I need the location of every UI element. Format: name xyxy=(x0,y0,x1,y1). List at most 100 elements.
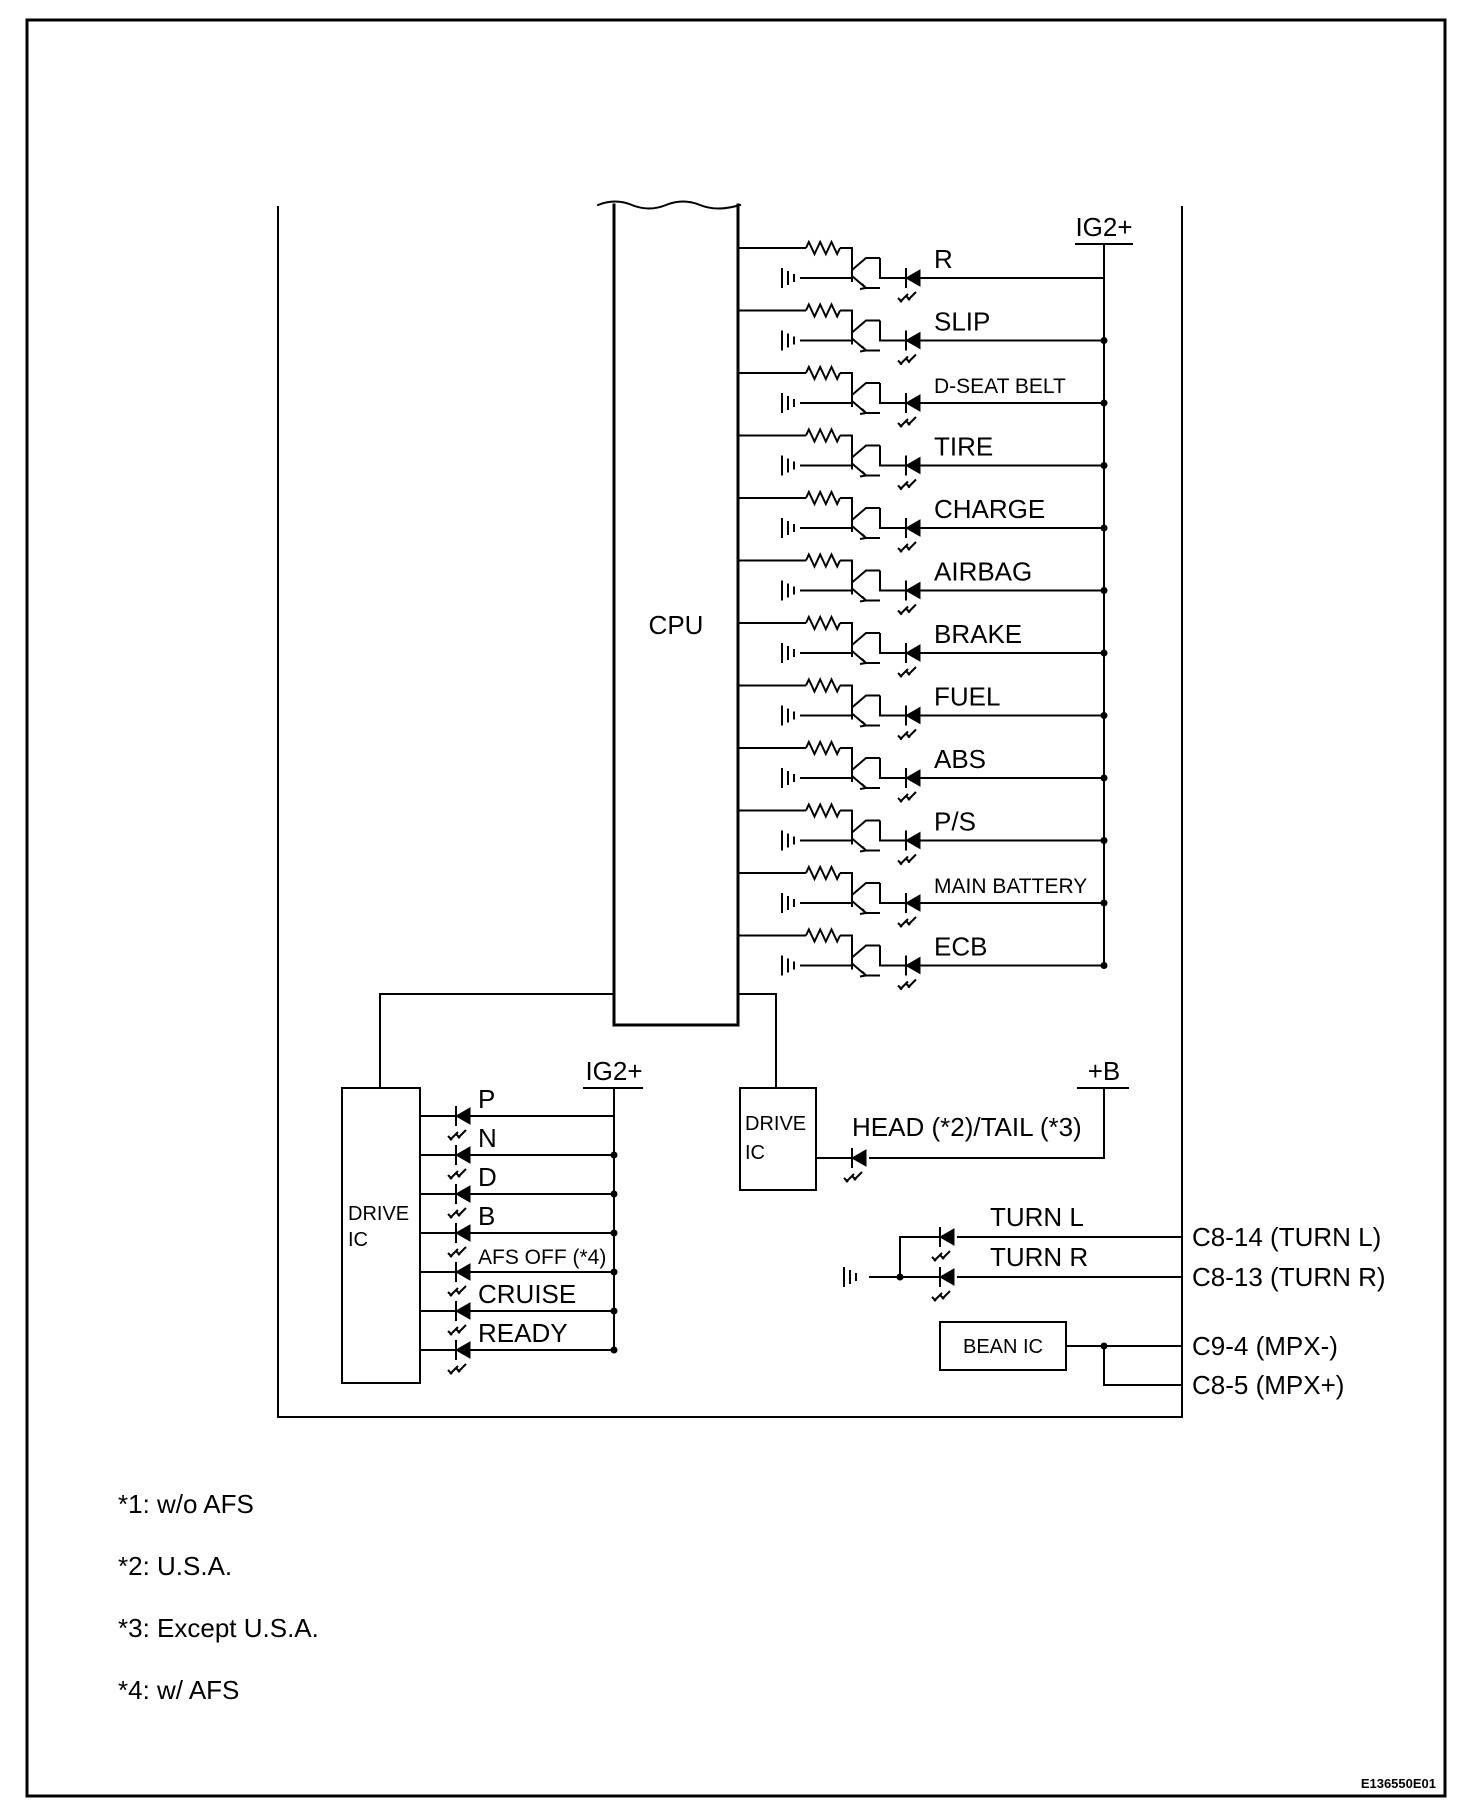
led-icon xyxy=(447,1223,471,1258)
led-icon xyxy=(897,268,921,303)
led-icon xyxy=(447,1301,471,1336)
bus-junction xyxy=(1100,462,1108,469)
indicator-row: TIRE xyxy=(738,427,1108,491)
cpu-drive-mid-wire xyxy=(737,993,777,1089)
ig2-left-label: IG2+ xyxy=(585,1056,642,1086)
indicator-row: FUEL xyxy=(738,677,1108,741)
ground-icon xyxy=(781,955,795,976)
indicator-label: MAIN BATTERY xyxy=(934,875,1087,898)
shift-indicator-label: CRUISE xyxy=(478,1279,576,1309)
junction-dots xyxy=(896,1273,1108,1350)
led-icon xyxy=(447,1145,471,1180)
shift-indicator-label: READY xyxy=(478,1318,568,1348)
drive-ic-left-box xyxy=(341,1087,421,1384)
shift-indicator-label: D xyxy=(478,1162,497,1192)
led-icon xyxy=(447,1106,471,1141)
turn-r-label: TURN R xyxy=(990,1242,1088,1272)
shift-indicator-row: AFS OFF (*4) xyxy=(420,1246,618,1297)
indicator-row: P/S xyxy=(738,802,1108,866)
led-icon xyxy=(897,518,921,553)
led-icon xyxy=(897,580,921,616)
shift-indicator-label: AFS OFF (*4) xyxy=(478,1246,606,1269)
note-2: *2: U.S.A. xyxy=(118,1551,232,1581)
mpx-plus-wire xyxy=(1103,1345,1183,1386)
bus-junction xyxy=(610,1190,618,1198)
drive-ic-mid-box xyxy=(739,1087,817,1191)
indicator-label: CHARGE xyxy=(934,494,1045,524)
led-icon xyxy=(897,330,921,366)
shift-indicator-row: READY xyxy=(420,1318,618,1375)
shift-indicator-label: N xyxy=(478,1123,497,1153)
led-icon xyxy=(897,705,921,741)
led-icon xyxy=(447,1184,471,1219)
indicator-row: D-SEAT BELT xyxy=(738,364,1108,428)
bus-junction xyxy=(1100,962,1108,969)
ground-icon xyxy=(781,830,795,851)
page-border xyxy=(25,18,1447,1798)
head-tail-label: HEAD (*2)/TAIL (*3) xyxy=(852,1112,1082,1142)
indicator-label: R xyxy=(934,244,953,274)
shift-indicator-row: N xyxy=(420,1123,618,1180)
turn-diodes xyxy=(843,1148,955,1302)
led-icon xyxy=(897,768,921,803)
ground-icon xyxy=(781,643,795,663)
ground-icon xyxy=(781,768,795,788)
indicator-label: ECB xyxy=(934,932,987,962)
led-icon xyxy=(897,455,921,491)
bus-junction xyxy=(1100,649,1108,657)
drive-ic-mid-label-1: DRIVE xyxy=(745,1113,806,1135)
meter-enclosure xyxy=(277,206,1183,1418)
indicator-row: SLIP xyxy=(738,302,1108,366)
ig2-top-label: IG2+ xyxy=(1075,212,1132,242)
mpx-minus-connector: C9-4 (MPX-) xyxy=(1192,1331,1338,1361)
shift-indicator-label: P xyxy=(478,1084,495,1114)
indicator-row: R xyxy=(738,239,1104,303)
bean-ic-label: BEAN IC xyxy=(963,1336,1043,1358)
ground-icon xyxy=(781,393,795,413)
ground-icon xyxy=(781,705,795,726)
led-icon xyxy=(447,1340,471,1375)
led-icon xyxy=(897,643,921,678)
drive-ic-left-label-2: IC xyxy=(348,1229,368,1251)
note-1: *1: w/o AFS xyxy=(118,1489,254,1519)
indicator-label: BRAKE xyxy=(934,619,1022,649)
ground-icon xyxy=(781,518,795,538)
indicator-row: ECB xyxy=(738,927,1108,991)
bus-junction xyxy=(1100,899,1108,907)
indicator-label: SLIP xyxy=(934,307,990,337)
bus-junction xyxy=(610,1229,618,1237)
turn-l-connector: C8-14 (TURN L) xyxy=(1192,1222,1381,1252)
cpu-label: CPU xyxy=(649,610,704,640)
led-icon xyxy=(897,893,921,928)
shift-indicator-row: B xyxy=(420,1201,618,1258)
bus-junction xyxy=(610,1151,618,1159)
indicator-row: ABS xyxy=(738,739,1108,803)
indicator-label: ABS xyxy=(934,744,986,774)
bus-junction xyxy=(1100,774,1108,782)
drive-ic-left-label-1: DRIVE xyxy=(348,1203,409,1225)
shift-indicator-row: D xyxy=(420,1162,618,1219)
turn-r-led-icon xyxy=(931,1267,955,1302)
indicator-row: MAIN BATTERY xyxy=(738,864,1108,928)
bus-junction xyxy=(1100,712,1108,719)
indicator-label: TIRE xyxy=(934,432,993,462)
bus-junction xyxy=(1100,524,1108,532)
led-icon xyxy=(897,955,921,991)
bus-junction xyxy=(1100,837,1108,844)
turn-ground-icon xyxy=(843,1267,857,1287)
cpu-break xyxy=(596,200,742,210)
ground-icon xyxy=(781,455,795,476)
indicator-label: D-SEAT BELT xyxy=(934,375,1066,398)
shift-indicator-label: B xyxy=(478,1201,495,1231)
bus-junction xyxy=(610,1307,618,1315)
shift-indicator-row: CRUISE xyxy=(420,1279,618,1336)
shift-indicator-row: P xyxy=(420,1084,614,1141)
ground-icon xyxy=(781,330,795,351)
cpu-box xyxy=(612,203,740,1027)
indicator-row: CHARGE xyxy=(738,489,1108,553)
plus-b-label: +B xyxy=(1088,1056,1121,1086)
bus-junction xyxy=(1100,587,1108,594)
